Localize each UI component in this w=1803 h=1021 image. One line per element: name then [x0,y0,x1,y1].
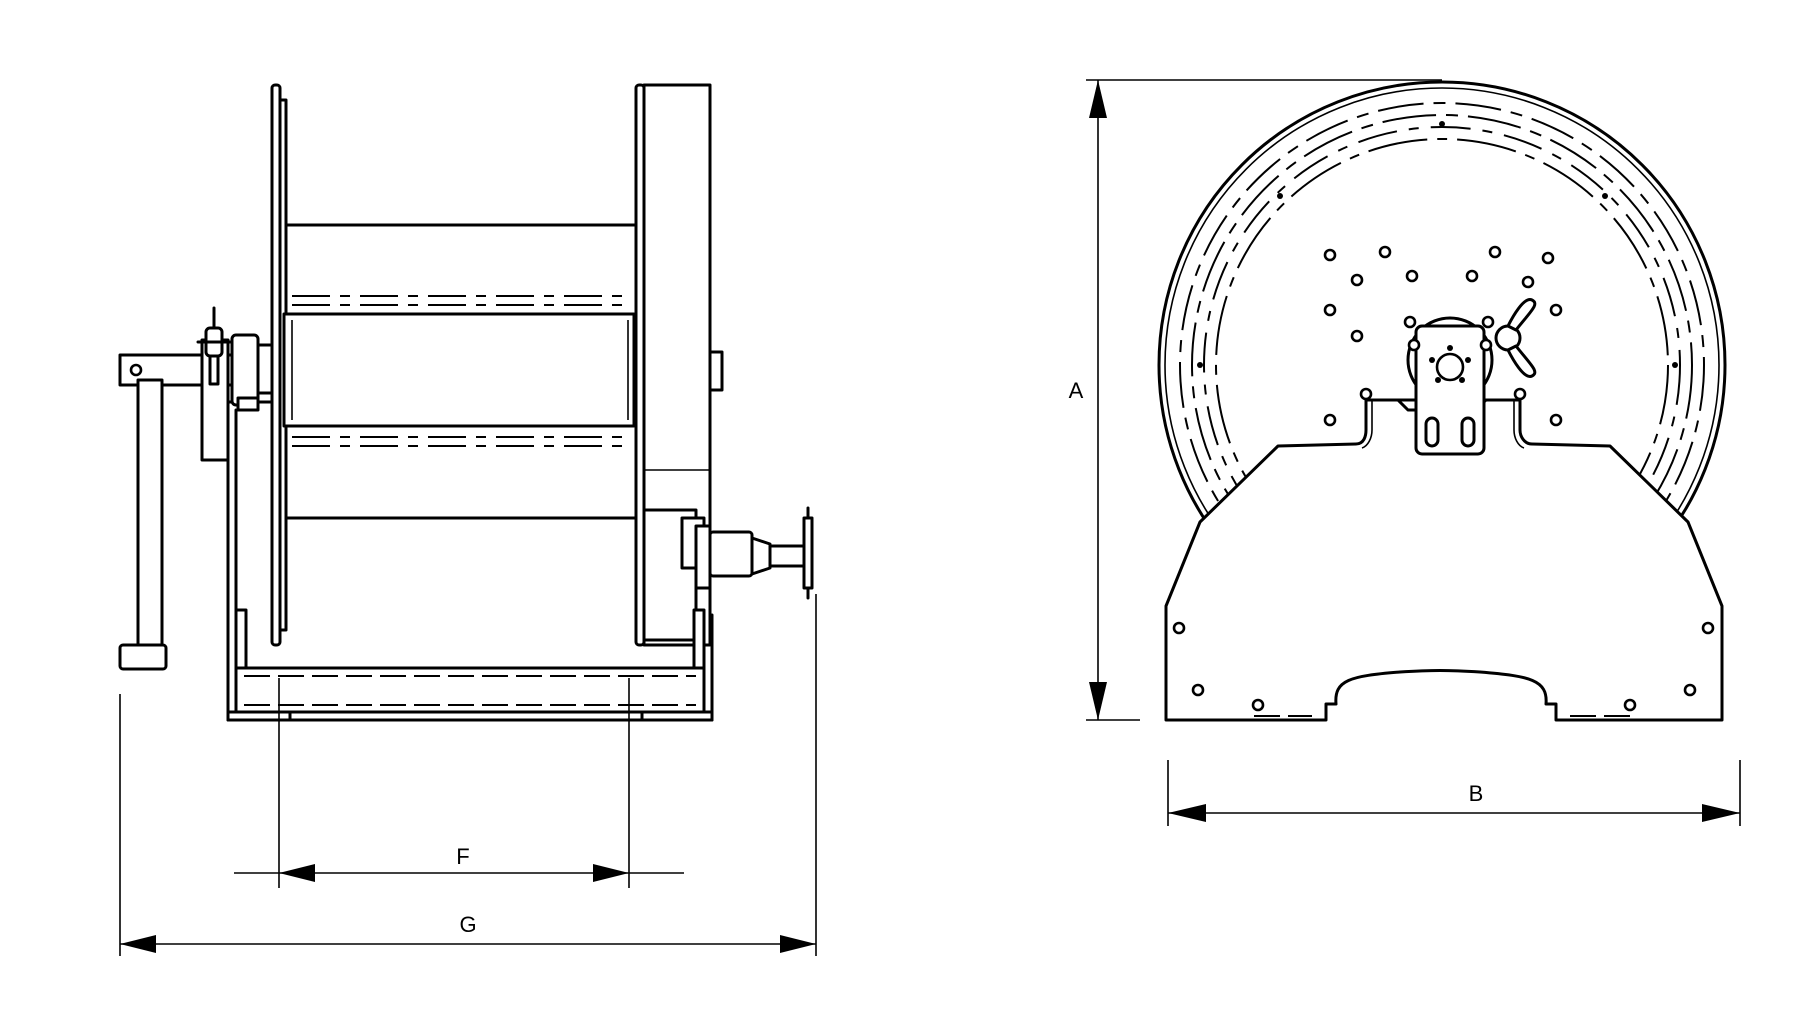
swivel-inlet [680,506,814,600]
dim-b-label: B [1469,781,1484,806]
dimension-a: A [1069,79,1442,721]
brake-knob [196,306,232,386]
dimension-f: F [234,678,684,888]
dimension-g: G [119,594,817,956]
front-view: A B [1069,79,1741,826]
dim-a-label: A [1069,378,1084,403]
center-assembly [1394,298,1537,456]
hub-holes [1323,245,1563,427]
right-flange [634,83,724,647]
wing-nut [1494,298,1537,378]
dim-g-label: G [459,912,476,937]
dimension-b: B [1167,760,1741,826]
crank-handle [118,306,274,671]
dim-f-label: F [456,844,469,869]
frame-base [226,400,714,722]
side-view: F G [118,83,817,956]
stand [1164,387,1724,722]
drum-core [282,223,638,520]
